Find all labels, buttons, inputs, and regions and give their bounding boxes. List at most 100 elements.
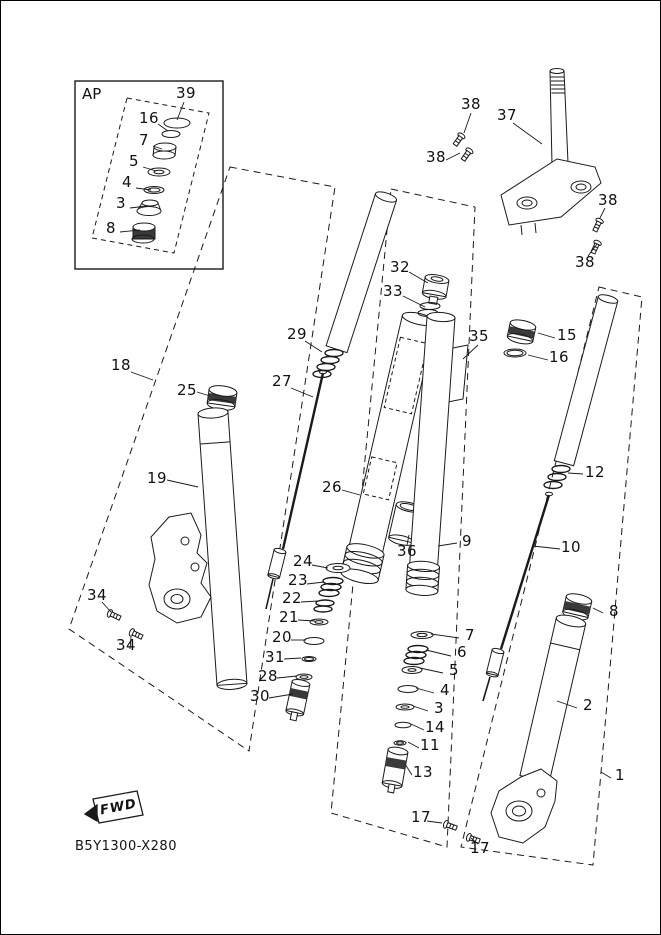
part-number-callout-3: 3 xyxy=(433,699,445,718)
part-number-callout-38: 38 xyxy=(574,253,596,272)
part-number-callout-22: 22 xyxy=(281,589,303,608)
part-number-callout-17: 17 xyxy=(410,808,432,827)
part-20-circlip xyxy=(303,637,325,645)
part-17-bolt xyxy=(442,819,459,833)
part-number-callout-10: 10 xyxy=(560,538,582,557)
part-number-callout-5: 5 xyxy=(128,152,140,171)
part-5-washer xyxy=(401,666,423,674)
part-number-callout-8: 8 xyxy=(105,219,117,238)
part-34-bolt xyxy=(105,608,123,623)
part-26-inner-tube xyxy=(340,311,437,584)
part-9-damper-tube xyxy=(405,311,456,596)
part-number-callout-7: 7 xyxy=(464,626,476,645)
part-30-valve-body xyxy=(285,679,311,722)
part-number-callout-13: 13 xyxy=(412,763,434,782)
part-21-washer xyxy=(309,618,329,626)
inset-box-ap xyxy=(74,80,224,270)
middle-small-parts-stack xyxy=(381,631,434,794)
part-24-spring-seat xyxy=(325,563,351,573)
part-8-dust-seal-inset xyxy=(131,222,156,244)
part-38-bolt xyxy=(590,216,605,234)
part-number-callout-26: 26 xyxy=(321,478,343,497)
part-number-callout-9: 9 xyxy=(461,532,473,551)
part-number-callout-34: 34 xyxy=(86,586,108,605)
part-number-callout-5: 5 xyxy=(448,661,460,680)
part-15-fork-cap-right xyxy=(506,319,537,345)
part-3-tapered-bearing-inset xyxy=(136,199,162,216)
part-number-callout-34: 34 xyxy=(115,636,137,655)
group-outline-left-fork xyxy=(68,166,336,752)
axle-bracket-right xyxy=(490,768,558,844)
part-4-circlip xyxy=(397,685,419,693)
part-number-callout-38: 38 xyxy=(460,95,482,114)
part-number-callout-31: 31 xyxy=(264,648,286,667)
part-4-ring-inset xyxy=(143,186,165,194)
part-number-callout-2: 2 xyxy=(582,696,594,715)
part-14-ring xyxy=(394,721,412,729)
part-number-callout-17: 17 xyxy=(469,839,491,858)
part-38-bolt xyxy=(459,146,475,163)
left-small-parts-stack xyxy=(285,563,351,722)
group-outline-middle-assembly xyxy=(330,188,476,848)
part-number-callout-6: 6 xyxy=(456,643,468,662)
part-19-outer-tube-left xyxy=(197,407,248,690)
diagram-code: B5Y1300-X280 xyxy=(75,839,177,854)
group-outline-right-fork xyxy=(460,286,643,866)
part-22-spring xyxy=(313,599,335,613)
part-11-o-ring xyxy=(393,740,407,746)
fwd-direction-stamp xyxy=(83,790,144,824)
part-number-callout-36: 36 xyxy=(396,542,418,561)
part-29-fork-spring xyxy=(312,191,398,379)
part-number-callout-12: 12 xyxy=(584,463,606,482)
part-number-callout-39: 39 xyxy=(175,84,197,103)
part-number-callout-16: 16 xyxy=(548,348,570,367)
part-31-o-ring xyxy=(301,656,317,662)
part-16-o-ring-inset xyxy=(161,130,181,138)
part-number-callout-23: 23 xyxy=(287,571,309,590)
part-number-callout-11: 11 xyxy=(419,736,441,755)
part-38-bolt xyxy=(451,131,467,148)
part-number-callout-32: 32 xyxy=(389,258,411,277)
part-number-callout-19: 19 xyxy=(146,469,168,488)
part-number-callout-14: 14 xyxy=(424,718,446,737)
part-32-cap-bolt xyxy=(421,274,450,305)
part-number-callout-4: 4 xyxy=(121,173,133,192)
part-2-outer-tube-right xyxy=(519,614,587,783)
inset-label: AP xyxy=(82,85,102,103)
part-7-bearing-cover-inset xyxy=(152,142,177,160)
part-number-callout-18: 18 xyxy=(110,356,132,375)
part-number-callout-15: 15 xyxy=(556,326,578,345)
part-number-callout-4: 4 xyxy=(439,681,451,700)
part-number-callout-28: 28 xyxy=(257,667,279,686)
part-23-spring xyxy=(318,576,344,598)
part-number-callout-25: 25 xyxy=(176,381,198,400)
part-7-washer xyxy=(410,631,434,639)
part-28-washer xyxy=(295,673,313,681)
part-number-callout-3: 3 xyxy=(115,194,127,213)
part-number-callout-21: 21 xyxy=(278,608,300,627)
part-6-spring xyxy=(403,644,429,666)
part-number-callout-27: 27 xyxy=(271,372,293,391)
part-12-fork-spring-right xyxy=(543,294,619,490)
part-number-callout-1: 1 xyxy=(614,766,626,785)
part-number-callout-29: 29 xyxy=(286,325,308,344)
part-10-damper-rod-right xyxy=(482,491,553,702)
part-16-o-ring-right xyxy=(503,348,527,358)
leader-lines xyxy=(101,101,612,845)
part-number-callout-16: 16 xyxy=(138,109,160,128)
part-37-steering-stem xyxy=(500,68,602,236)
part-13-valve-body xyxy=(381,746,409,794)
part-27-damper-rod xyxy=(265,369,327,610)
part-number-callout-30: 30 xyxy=(249,687,271,706)
part-number-callout-8: 8 xyxy=(608,602,620,621)
part-number-callout-38: 38 xyxy=(425,148,447,167)
axle-bracket-left xyxy=(148,512,212,624)
part-3-washer xyxy=(395,703,415,711)
part-number-callout-7: 7 xyxy=(138,131,150,150)
part-number-callout-38: 38 xyxy=(597,191,619,210)
part-25-fork-cap-left xyxy=(206,385,238,411)
part-number-callout-35: 35 xyxy=(468,327,490,346)
part-39-snap-ring xyxy=(163,117,191,129)
